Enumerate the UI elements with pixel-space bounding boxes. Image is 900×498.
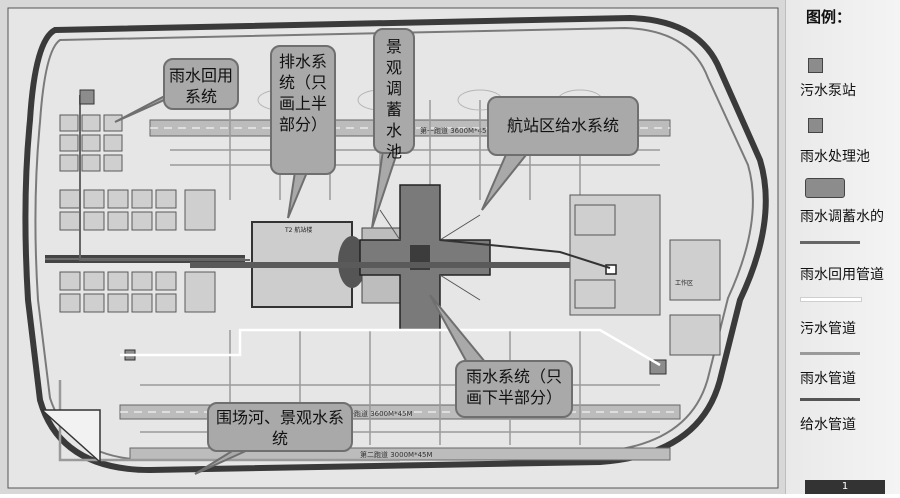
legend-label-sewage-pump-station: 污水泵站 xyxy=(800,83,856,99)
callout-rainwater-reuse: 雨水回用系统 xyxy=(163,58,239,110)
legend-label-rainwater-storage: 雨水调蓄水的 xyxy=(800,209,884,225)
legend-label-rainwater-pipe: 雨水管道 xyxy=(800,371,856,387)
sewage-pipe-line xyxy=(800,297,862,302)
callout-terminal-water-supply: 航站区给水系统 xyxy=(487,96,639,156)
water-supply-pipe-line xyxy=(800,398,860,401)
t2-label: T2 航站楼 xyxy=(284,226,312,234)
east-facility-label: 工作区 xyxy=(675,279,693,287)
legend-title: 图例： xyxy=(806,8,852,26)
rainwater-storage-tank-icon xyxy=(805,178,845,198)
legend-label-water-supply-pipe: 给水管道 xyxy=(800,417,856,433)
south-runway-1-label: 第一跑道 3600M*45M xyxy=(340,409,413,418)
callout-rainwater-system: 雨水系统（只画下半部分） xyxy=(455,360,573,418)
rainwater-reuse-pipe-line xyxy=(800,241,860,244)
rainwater-pipe-line xyxy=(800,352,860,355)
callout-landscape-pond: 景观调蓄水池 xyxy=(373,28,415,161)
north-runway-label: 第一跑道 3600M*45M xyxy=(420,126,493,135)
rainwater-treatment-pool-icon xyxy=(808,118,823,133)
perimeter-road xyxy=(22,14,769,474)
callout-drainage-system: 排水系统（只画上半部分） xyxy=(270,45,336,175)
airport-water-system-map: 第一跑道 3600M*45M 第一跑道 3600M*45M 第二跑道 3000M… xyxy=(0,0,785,494)
east-pump-station xyxy=(605,264,617,275)
south-runway-2-label: 第二跑道 3000M*45M xyxy=(360,450,433,459)
sewage-pump-station-icon xyxy=(808,58,823,73)
page-number: 1 xyxy=(805,480,885,494)
reuse-tank xyxy=(79,89,95,105)
se-pump-station xyxy=(649,359,667,375)
legend-label-sewage-pipe: 污水管道 xyxy=(800,321,856,337)
callout-river-landscape-water: 围场河、景观水系统 xyxy=(207,402,353,452)
legend-label-rainwater-reuse-pipe: 雨水回用管道 xyxy=(800,267,884,283)
legend-panel xyxy=(785,0,900,494)
legend-label-rainwater-treatment-pool: 雨水处理池 xyxy=(800,149,870,165)
